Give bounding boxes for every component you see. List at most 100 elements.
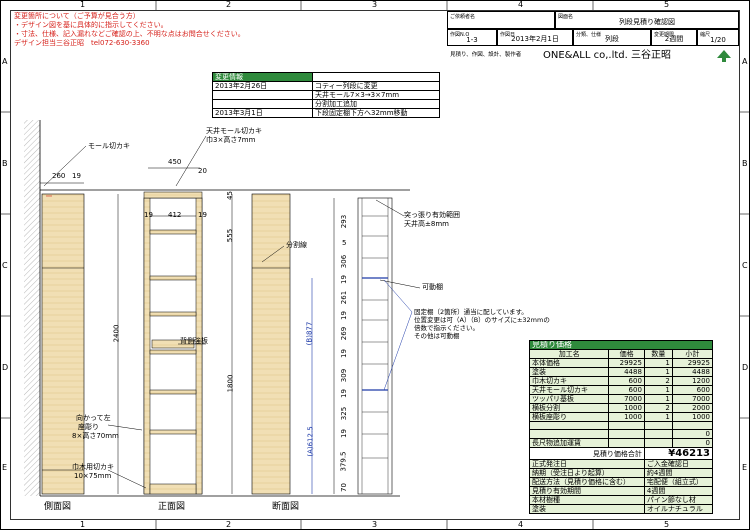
scale-value: 1/20	[710, 36, 726, 44]
estimate-row-name: 塗装	[528, 367, 610, 377]
notice-contact: デザイン担当三谷正昭 tel072-630-3360	[14, 39, 150, 47]
notice-line-1: ・デザイン図を基に具体的に指示してください。	[14, 21, 168, 29]
col-label-3: 3	[372, 0, 378, 9]
estimate-row-subtotal: 1200	[671, 376, 714, 386]
row-label-d-right: D	[742, 363, 749, 372]
dim-20: 20	[198, 167, 207, 175]
col-label-1: 1	[80, 0, 86, 9]
col-label-3-bottom: 3	[372, 520, 378, 529]
label-baseboard-1: 巾木用切カキ	[72, 463, 114, 471]
dim-19-d: 19	[339, 389, 348, 398]
info-value: オイルナチュラル	[643, 504, 714, 514]
estimate-row-subtotal: 600	[671, 385, 714, 395]
dim-306: 306	[340, 254, 349, 269]
dim-a-612-5: (A)612.5	[306, 426, 315, 457]
info-value: 宅配便（組立式）	[643, 477, 714, 487]
change-info-table: 変更情報 2013年2月26日 コティー列段に変更 天井モール7×3→3×7mm…	[212, 72, 440, 118]
label-front-left-2: 座彫り	[78, 423, 99, 431]
notice-heading: 変更箇所について（ご予算が見合う方）	[14, 12, 140, 20]
estimate-row-price	[608, 438, 645, 448]
label-section-view: 断面図	[272, 502, 300, 512]
estimate-col-price: 価格	[608, 349, 645, 359]
date-cell: 作図日 2013年2月1日	[497, 29, 573, 46]
estimate-row-qty: 1	[643, 358, 673, 368]
row-label-c-right: C	[742, 261, 748, 270]
row-label-d: D	[2, 363, 9, 372]
maker-value: ONE&ALL co,.ltd. 三谷正昭	[543, 50, 672, 61]
dim-70: 70	[339, 483, 348, 492]
estimate-row-price: 600	[608, 385, 645, 395]
estimate-row-price: 4488	[608, 367, 645, 377]
elevation-column	[357, 197, 393, 495]
col-label-5: 5	[664, 0, 670, 9]
estimate-row-name: 本体価格	[528, 358, 610, 368]
period-value: 2週間	[664, 35, 684, 43]
row-label-b-right: B	[742, 159, 748, 168]
label-front-view: 正面図	[158, 502, 186, 512]
side-view-panel	[41, 193, 85, 495]
estimate-row-subtotal: 0	[671, 438, 714, 448]
drawing-name-cell: 図面名 列段見積り確認図	[555, 11, 739, 29]
info-value: ご入金確認日	[643, 459, 714, 469]
estimate-row-name: 長尺物追加運賃	[528, 438, 610, 448]
estimate-row-price: 600	[608, 376, 645, 386]
label-front-left-3: 8×高さ70mm	[72, 432, 119, 440]
row-label-e: E	[2, 463, 8, 472]
estimate-row-qty: 1	[643, 412, 673, 422]
row-label-a-right: A	[742, 57, 748, 66]
change-desc-4: 下段固定棚下方へ32mm移動	[312, 108, 440, 118]
row-label-c: C	[2, 261, 8, 270]
dim-325: 325	[340, 406, 349, 421]
label-fixed-1: 固定棚（2箇所）通当に配しています。	[414, 308, 528, 316]
col-label-4-bottom: 4	[518, 520, 524, 529]
period-label: 変更期限	[654, 32, 675, 38]
period-cell: 変更期限 2週間	[651, 29, 697, 46]
dim-309: 309	[340, 368, 349, 383]
estimate-row-price: 7000	[608, 394, 645, 404]
label-fixed-4: その他は可動棚	[414, 332, 460, 340]
estimate-row-qty: 2	[643, 376, 673, 386]
scale-label: 縮尺	[700, 32, 711, 38]
estimate-row-qty	[643, 438, 673, 448]
dim-19-left: 19	[144, 211, 153, 219]
estimate-row-subtotal: 7000	[671, 394, 714, 404]
estimate-row-price: 1000	[608, 403, 645, 413]
label-fixed-3: 倍数で指示ください。	[414, 324, 479, 332]
dim-19-e: 19	[339, 429, 348, 438]
dim-450: 450	[168, 158, 182, 166]
estimate-row-subtotal: 29925	[671, 358, 714, 368]
estimate-row-price	[608, 429, 645, 439]
estimate-row-subtotal: 4488	[671, 367, 714, 377]
label-ceiling-mold-2: 巾3×高さ7mm	[206, 136, 256, 144]
label-back-panel: 背側強板	[180, 337, 208, 345]
dim-260: 260	[52, 172, 66, 180]
estimate-title: 見積り価格	[529, 340, 713, 350]
col-label-5-bottom: 5	[664, 520, 670, 529]
maker-label: 見積り、作図、設計、製作者	[450, 52, 522, 58]
date-label: 作図日	[500, 32, 516, 38]
estimate-row-price: 1000	[608, 412, 645, 422]
estimate-row-name: 天井モール切カキ	[528, 385, 610, 395]
estimate-row-subtotal: 0	[671, 429, 714, 439]
dim-412: 412	[168, 211, 182, 219]
label-front-left-1: 向かって左	[76, 414, 111, 422]
dim-1800: 1800	[226, 374, 235, 393]
company-logo-icon	[717, 50, 731, 62]
info-label: 正式発注日	[529, 459, 645, 469]
estimate-row-name	[528, 421, 610, 430]
dim-379-5: 379.5	[339, 451, 348, 472]
label-baseboard-2: 10×75mm	[74, 472, 112, 480]
row-label-b: B	[2, 159, 8, 168]
info-label: 本材樹種	[529, 495, 645, 505]
col-label-4: 4	[518, 0, 524, 9]
estimate-row-price	[608, 421, 645, 430]
estimate-row-qty: 2	[643, 403, 673, 413]
estimate-total-value: ¥46213	[643, 447, 714, 460]
info-value: 4週間	[643, 486, 714, 496]
estimate-row-subtotal: 1000	[671, 412, 714, 422]
estimate-row-name: 横板分割	[528, 403, 610, 413]
dim-555: 555	[226, 228, 235, 243]
dim-19-b: 19	[339, 311, 348, 320]
